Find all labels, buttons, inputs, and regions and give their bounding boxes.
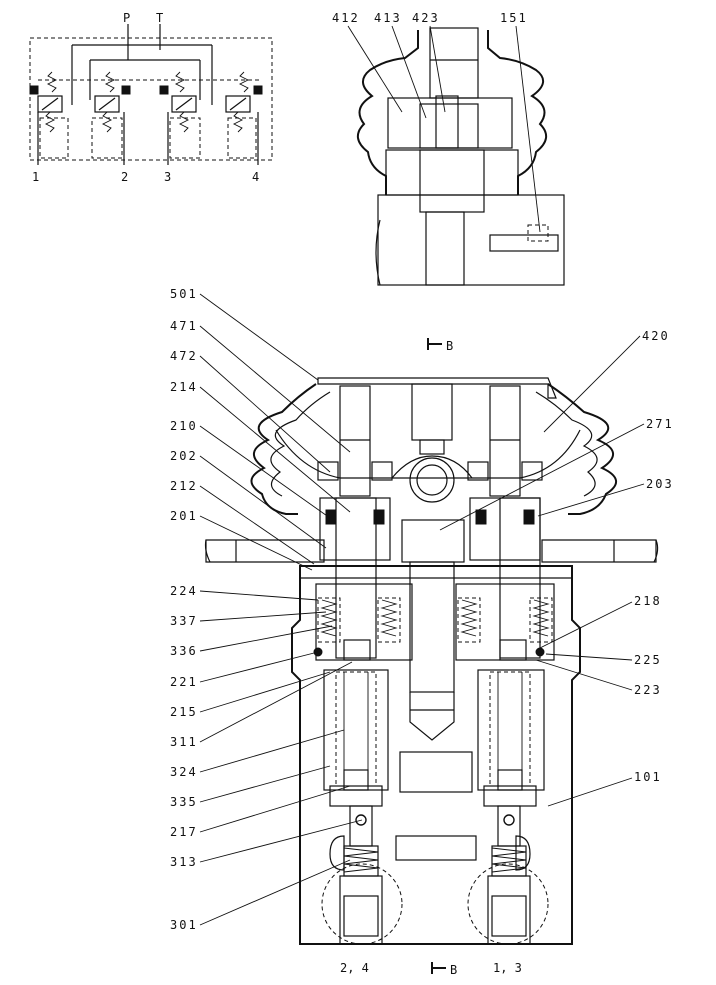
callout-221: 221	[170, 675, 198, 689]
callout-223: 223	[634, 683, 662, 697]
callout-412: 412	[332, 11, 360, 25]
callout-324: 324	[170, 765, 198, 779]
schematic-valve-4	[225, 71, 263, 165]
schematic-valve-3	[159, 71, 197, 165]
callout-336: 336	[170, 644, 198, 658]
callout-210: 210	[170, 419, 198, 433]
callout-101: 101	[634, 770, 662, 784]
section-marker-top: B	[446, 339, 453, 353]
callout-214: 214	[170, 380, 198, 394]
schematic-valve-1	[29, 71, 63, 165]
port-3-label: 3	[164, 170, 171, 184]
main-cross-section: B	[204, 338, 659, 977]
callout-313: 313	[170, 855, 198, 869]
callout-472: 472	[170, 349, 198, 363]
callout-201: 201	[170, 509, 198, 523]
ports-2-4-label: 2, 4	[340, 961, 369, 975]
schematic-valve-2	[94, 71, 131, 165]
port-2-label: 2	[121, 170, 128, 184]
callout-311: 311	[170, 735, 198, 749]
callouts-right: 420 271 203 218 225 223 101	[439, 329, 674, 807]
callout-225: 225	[634, 653, 662, 667]
ports-1-3-label: 1, 3	[493, 961, 522, 975]
callout-202: 202	[170, 449, 198, 463]
callout-215: 215	[170, 705, 198, 719]
callout-151: 151	[500, 11, 528, 25]
callout-337: 337	[170, 614, 198, 628]
callout-423: 423	[412, 11, 440, 25]
section-marker-bottom: B	[450, 963, 457, 977]
port-t-label: T	[156, 11, 163, 25]
callout-203: 203	[646, 477, 674, 491]
callout-218: 218	[634, 594, 662, 608]
callout-420: 420	[642, 329, 670, 343]
callout-501: 501	[170, 287, 198, 301]
callout-217: 217	[170, 825, 198, 839]
section-view-b: 412 413 423 151	[332, 11, 565, 286]
port-1-label: 1	[32, 170, 39, 184]
callout-335: 335	[170, 795, 198, 809]
callout-224: 224	[170, 584, 198, 598]
callout-471: 471	[170, 319, 198, 333]
callout-413: 413	[374, 11, 402, 25]
callouts-left: 501 471 472 214 210 202 212 201 224 337 …	[170, 287, 363, 932]
callout-271: 271	[646, 417, 674, 431]
hydraulic-schematic: P T 1 2 3 4	[29, 11, 273, 184]
callout-301: 301	[170, 918, 198, 932]
port-4-label: 4	[252, 170, 259, 184]
port-p-label: P	[123, 11, 130, 25]
callout-212: 212	[170, 479, 198, 493]
